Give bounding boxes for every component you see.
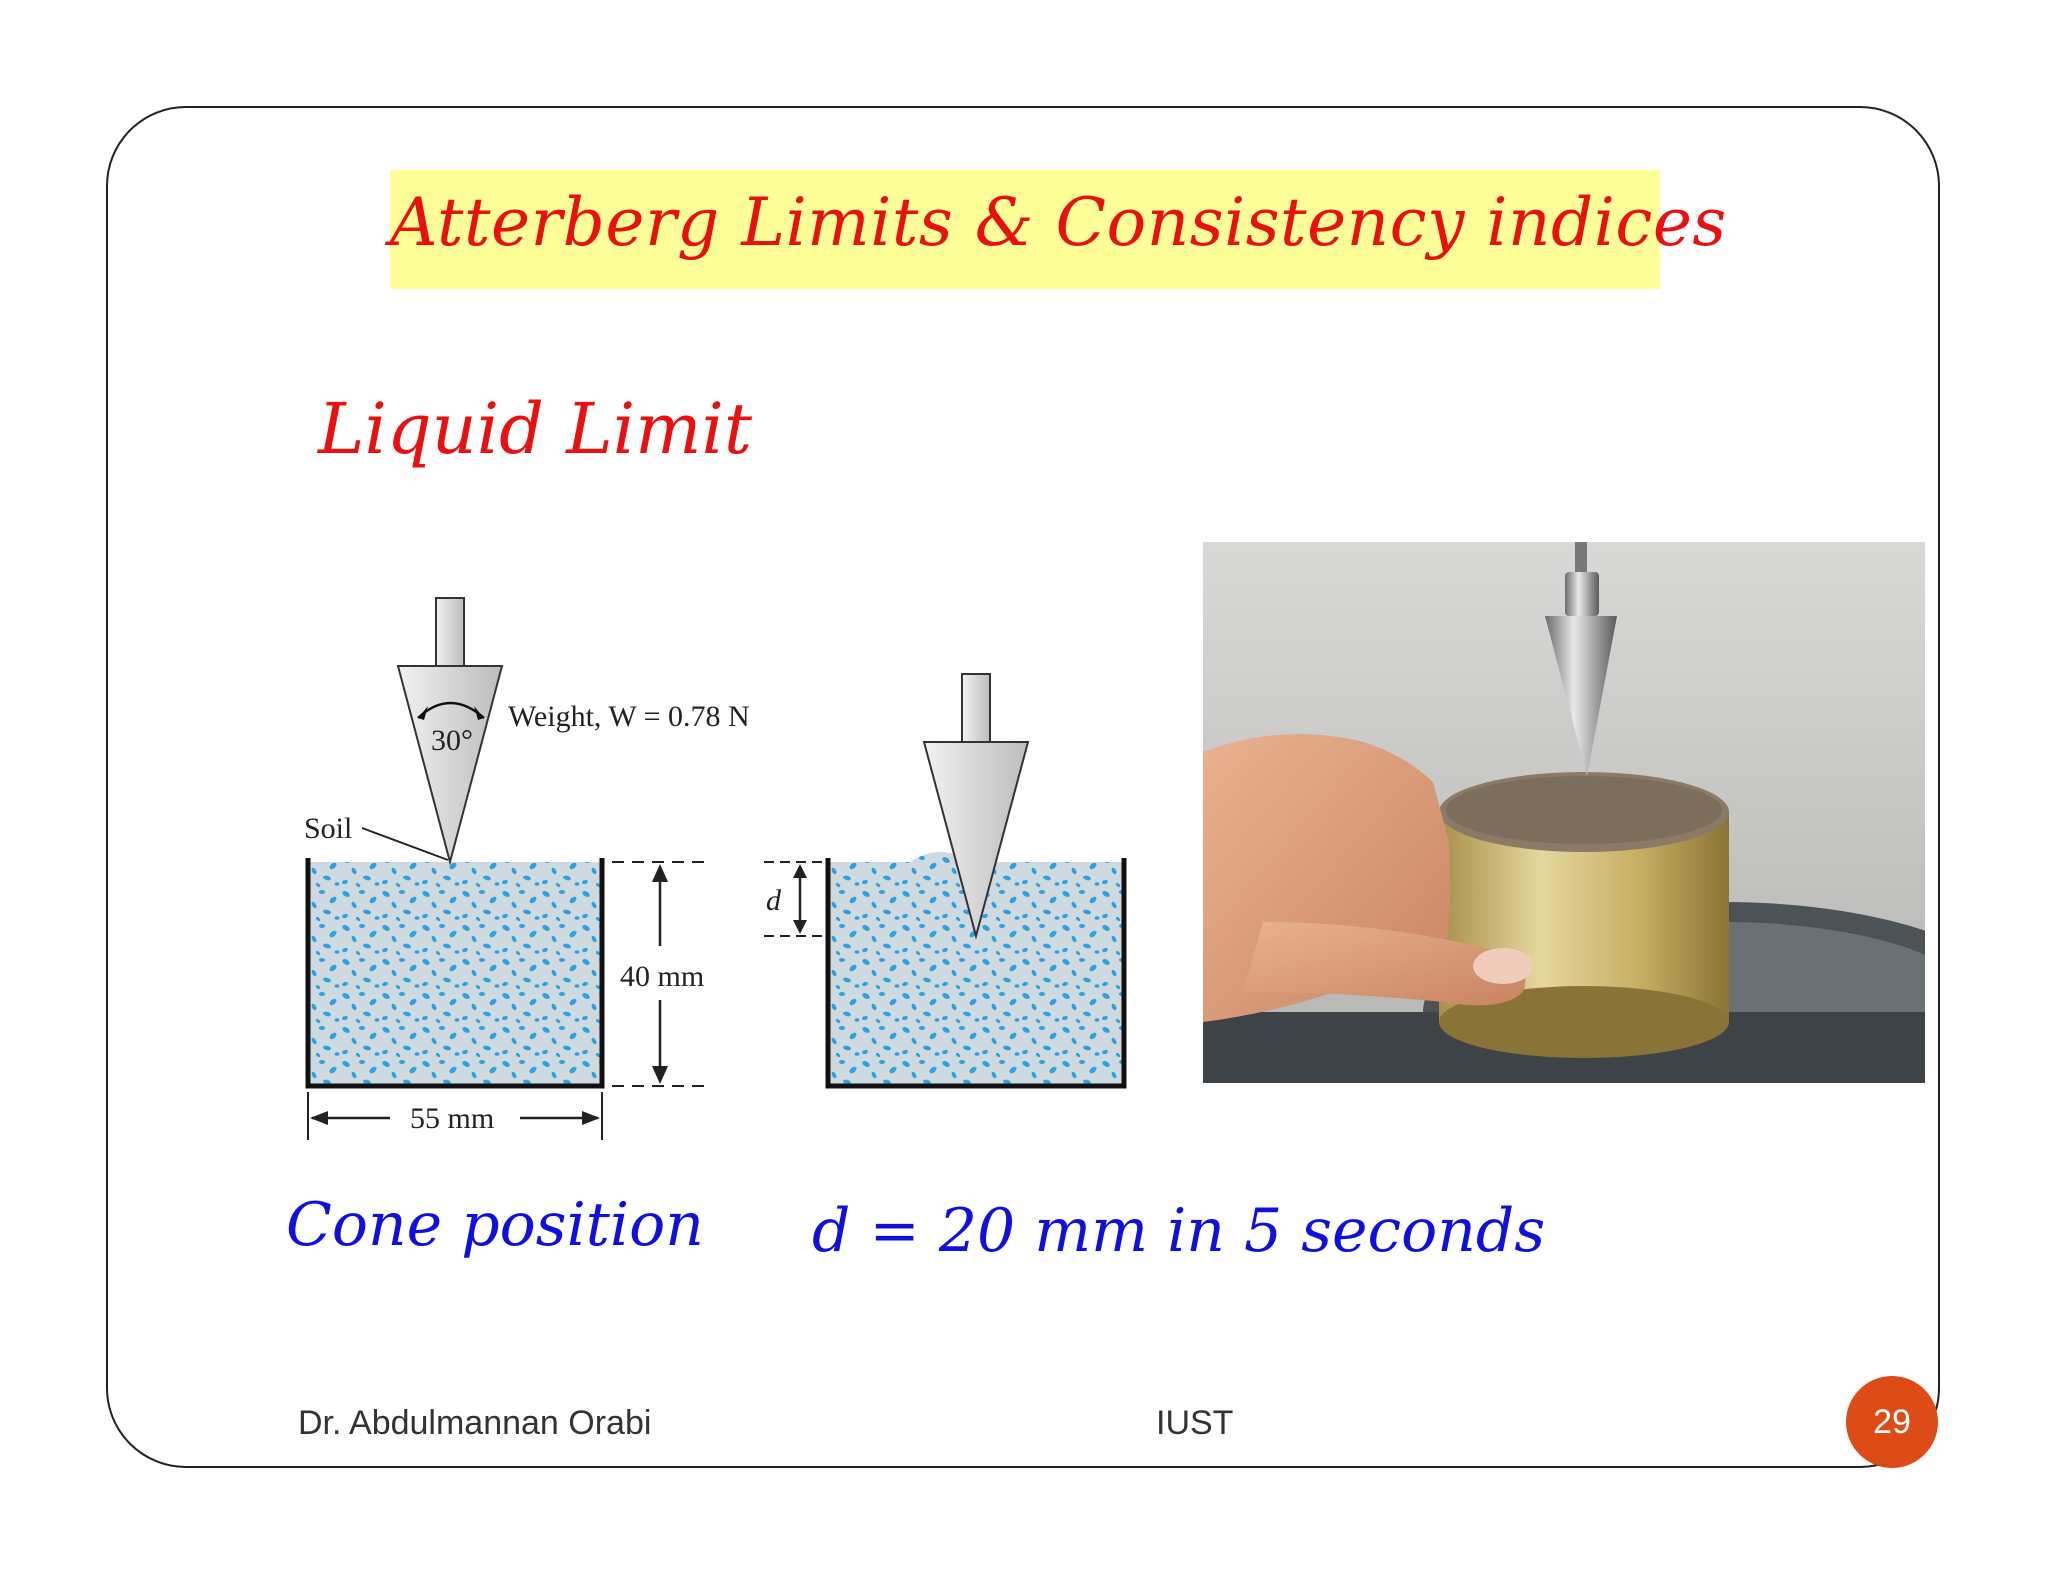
angle-label: 30° [431, 724, 473, 757]
container-right [825, 858, 1127, 1089]
slide-subtitle: Liquid Limit [318, 388, 752, 470]
soil-label: Soil [304, 812, 352, 845]
width-dimension-label: 55 mm [410, 1102, 494, 1135]
soil-fill-right [828, 852, 1124, 1086]
footer-author: Dr. Abdulmannan Orabi [298, 1404, 652, 1442]
penetration-label: d [766, 884, 782, 917]
slide-title: Atterberg Limits & Consistency indices [390, 184, 1727, 261]
page-number-badge: 29 [1846, 1376, 1938, 1468]
title-banner: Atterberg Limits & Consistency indices [390, 170, 1727, 289]
depth-dimension-label: 40 mm [620, 960, 704, 993]
cone-test-diagram: 30° Weight, W = 0.78 N Soil 40 mm 55 mm … [304, 597, 1127, 1140]
cone-penetrometer-photo [1203, 542, 1925, 1083]
caption-cone-position: Cone position [286, 1190, 704, 1260]
footer-institution: IUST [1156, 1404, 1234, 1442]
caption-penetration: d = 20 mm in 5 seconds [812, 1196, 1546, 1266]
weight-label: Weight, W = 0.78 N [508, 700, 750, 733]
soil-fill-left [308, 862, 602, 1086]
cone-right [922, 673, 1030, 940]
container-left [305, 858, 605, 1089]
